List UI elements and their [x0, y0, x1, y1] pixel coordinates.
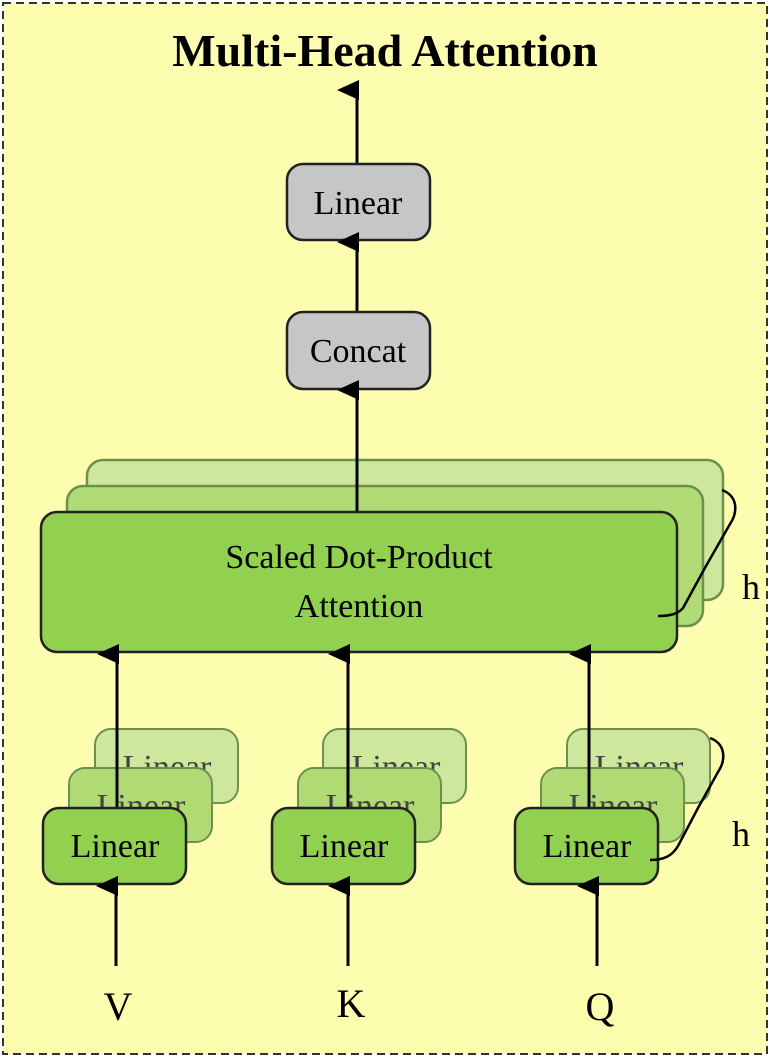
linear-q-label: Linear	[543, 828, 632, 865]
attention-label-line1: Scaled Dot-Product	[225, 539, 493, 576]
attention-label-line2: Attention	[295, 588, 423, 625]
linear-stack-q: Linear Linear Linear	[513, 644, 711, 886]
linear-stack-k: Linear Linear Linear	[270, 644, 467, 886]
output-linear-box: Linear	[285, 162, 432, 242]
attention-repeat-brace	[657, 488, 737, 618]
input-v-label: V	[104, 984, 133, 1029]
concat-box: Concat	[285, 310, 432, 391]
attention-repeat-label: h	[742, 567, 760, 607]
linear-stack-v: Linear Linear Linear	[41, 644, 239, 886]
output-linear-label: Linear	[314, 185, 403, 222]
linear-k-label: Linear	[300, 828, 389, 865]
diagram-title: Multi-Head Attention	[172, 25, 597, 76]
attention-box: Scaled Dot-Product Attention	[39, 510, 679, 654]
linear-v-label: Linear	[71, 828, 160, 865]
input-q-label: Q	[586, 984, 615, 1029]
concat-label: Concat	[310, 333, 407, 370]
linear-repeat-brace	[649, 736, 725, 862]
input-k-label: K	[337, 981, 366, 1026]
linear-repeat-label: h	[732, 814, 750, 854]
